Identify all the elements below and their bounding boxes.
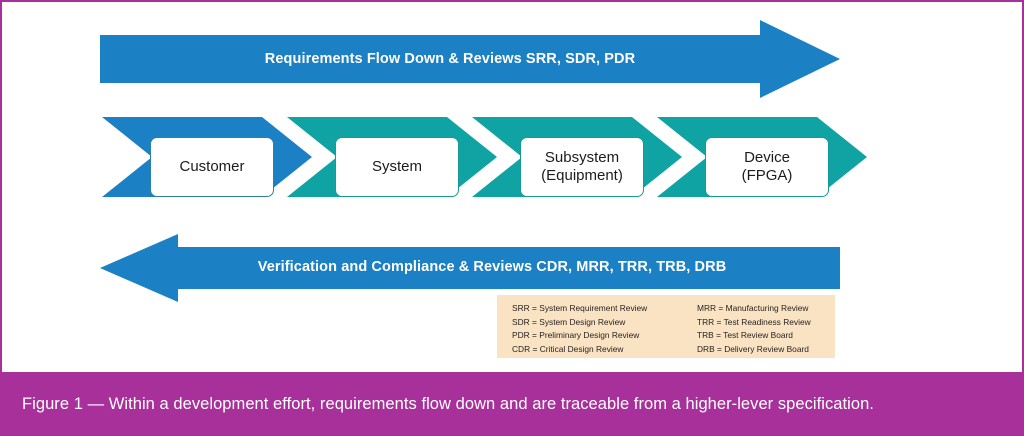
legend-item: PDR = Preliminary Design Review — [512, 330, 640, 341]
left-arrow-shape — [100, 234, 840, 302]
requirements-flow-arrow — [100, 20, 840, 98]
verification-compliance-arrow — [100, 234, 840, 302]
legend-item: TRB = Test Review Board — [697, 330, 793, 341]
legend-column-right: MRR = Manufacturing Review TRR = Test Re… — [697, 302, 847, 358]
stage-box-system[interactable]: System — [335, 137, 459, 197]
requirements-flow-arrow-label: Requirements Flow Down & Reviews SRR, SD… — [264, 51, 636, 67]
acronym-legend: SRR = System Requirement Review SDR = Sy… — [497, 295, 835, 358]
legend-item: CDR = Critical Design Review — [512, 343, 624, 354]
legend-item: SDR = System Design Review — [512, 316, 626, 327]
diagram-frame: Requirements Flow Down & Reviews SRR, SD… — [0, 0, 1024, 374]
stage-label-line2: (Equipment) — [541, 167, 623, 184]
legend-column-left: SRR = System Requirement Review SDR = Sy… — [512, 302, 692, 358]
stage-label-line1: System — [371, 157, 422, 175]
stage-label-line2: (FPGA) — [741, 167, 793, 184]
stage-label-system: System — [372, 158, 422, 176]
figure-caption-text: Figure 1 — Within a development effort, … — [22, 395, 874, 413]
legend-item: DRB = Delivery Review Board — [697, 343, 809, 354]
figure-caption-bar: Figure 1 — Within a development effort, … — [0, 373, 1024, 436]
stage-box-subsystem[interactable]: Subsystem (Equipment) — [520, 137, 644, 197]
stage-box-customer[interactable]: Customer — [150, 137, 274, 197]
stage-box-device[interactable]: Device (FPGA) — [705, 137, 829, 197]
stage-label-line1: Device — [744, 148, 790, 166]
verification-compliance-arrow-label: Verification and Compliance & Reviews CD… — [257, 259, 727, 275]
legend-item: TRR = Test Readiness Review — [697, 316, 811, 327]
legend-item: MRR = Manufacturing Review — [697, 303, 809, 313]
stage-label-line1: Customer — [179, 157, 245, 175]
right-arrow-shape — [100, 20, 840, 98]
stage-label-device: Device (FPGA) — [742, 149, 793, 186]
legend-item: SRR = System Requirement Review — [512, 303, 648, 313]
stage-label-subsystem: Subsystem (Equipment) — [541, 149, 623, 186]
stage-label-line1: Subsystem — [544, 148, 620, 166]
stage-label-customer: Customer — [179, 158, 244, 176]
